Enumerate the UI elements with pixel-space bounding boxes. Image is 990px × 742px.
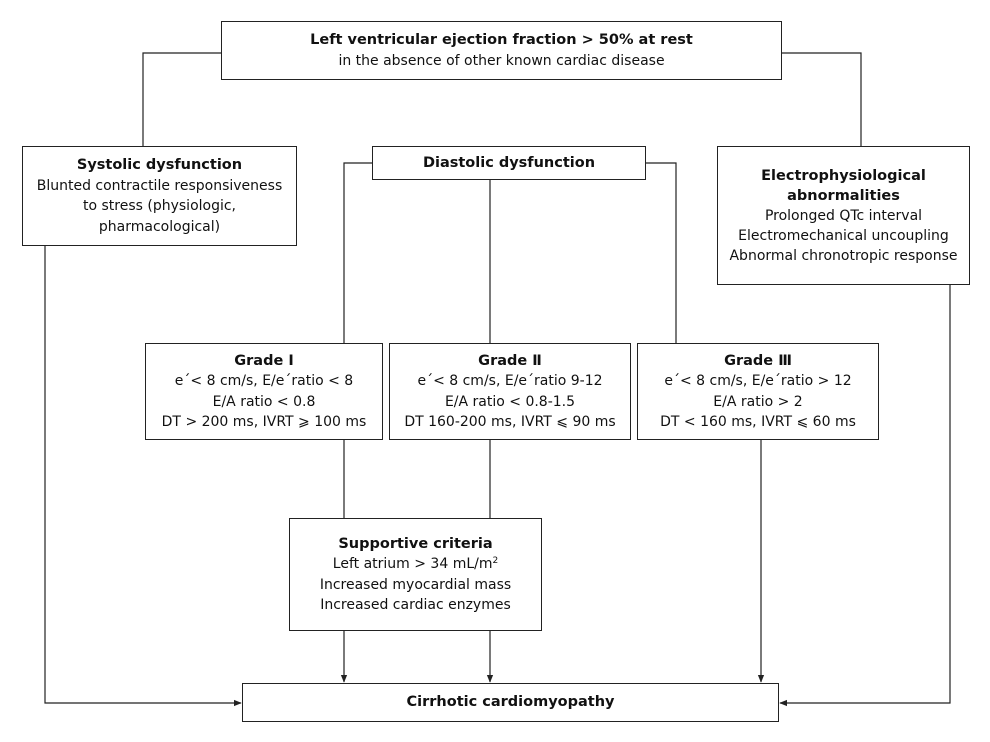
cirrhotic-cardiomyopathy-box: Cirrhotic cardiomyopathy xyxy=(242,683,779,722)
systolic-line: to stress (physiologic, xyxy=(82,198,237,214)
atrium-superscript: 2 xyxy=(492,556,499,566)
grade-3-line: e´< 8 cm/s, E/e´ratio > 12 xyxy=(664,373,852,389)
grade-2-title: Grade Ⅱ xyxy=(478,352,542,369)
grade-3-title: Grade Ⅲ xyxy=(724,352,792,369)
ejection-fraction-subtitle: in the absence of other known cardiac di… xyxy=(338,52,665,69)
grade-2-line: DT 160-200 ms, IVRT ⩽ 90 ms xyxy=(404,414,616,430)
outcome-title: Cirrhotic cardiomyopathy xyxy=(406,694,615,711)
supportive-line: Increased myocardial mass xyxy=(319,576,512,593)
electro-title: Electrophysiological xyxy=(761,167,926,184)
grade-2-box: Grade Ⅱ e´< 8 cm/s, E/e´ratio 9-12 E/A r… xyxy=(389,343,631,440)
ejection-fraction-box: Left ventricular ejection fraction > 50%… xyxy=(221,21,782,80)
supportive-line-atrium: Left atrium > 34 mL/m2 xyxy=(333,554,498,575)
ejection-fraction-title: Left ventricular ejection fraction > 50%… xyxy=(310,32,693,48)
grade-1-box: Grade Ⅰ e´< 8 cm/s, E/e´ratio < 8 E/A ra… xyxy=(145,343,383,440)
supportive-line: Increased cardiac enzymes xyxy=(320,597,511,613)
grade-2-line: e´< 8 cm/s, E/e´ratio 9-12 xyxy=(417,373,603,389)
arrow-electro-to-outcome xyxy=(779,285,951,707)
electro-title: abnormalities xyxy=(787,187,900,204)
electro-line: Electromechanical uncoupling xyxy=(738,227,949,244)
systolic-title: Systolic dysfunction xyxy=(76,157,243,173)
diastolic-title: Diastolic dysfunction xyxy=(422,154,596,171)
connector-diastolic-to-grade3 xyxy=(646,162,677,343)
grade-1-line: e´< 8 cm/s, E/e´ratio < 8 xyxy=(174,373,354,389)
supportive-title: Supportive criteria xyxy=(338,535,493,552)
grade-1-line: DT > 200 ms, IVRT ⩾ 100 ms xyxy=(161,414,367,430)
grade-2-line: E/A ratio < 0.8-1.5 xyxy=(444,393,576,410)
electro-line: Abnormal chronotropic response xyxy=(729,247,958,264)
systolic-dysfunction-box: Systolic dysfunction Blunted contractile… xyxy=(22,146,297,246)
electrophysiological-box: Electrophysiological abnormalities Prolo… xyxy=(717,146,970,285)
grade-3-line: E/A ratio > 2 xyxy=(713,393,803,410)
arrow-systolic-to-outcome xyxy=(44,246,242,707)
atrium-text: Left atrium > 34 mL/m xyxy=(332,556,493,572)
diastolic-dysfunction-box: Diastolic dysfunction xyxy=(372,146,646,180)
grade-1-title: Grade Ⅰ xyxy=(234,352,294,369)
electro-line: Prolonged QTc interval xyxy=(764,207,923,224)
systolic-line: Blunted contractile responsiveness xyxy=(36,177,283,194)
grade-3-line: DT < 160 ms, IVRT ⩽ 60 ms xyxy=(660,414,856,430)
connector-top-to-systolic xyxy=(142,52,221,146)
grade-1-line: E/A ratio < 0.8 xyxy=(212,393,316,410)
systolic-line: pharmacological) xyxy=(98,218,221,235)
supportive-criteria-box: Supportive criteria Left atrium > 34 mL/… xyxy=(289,518,542,631)
grade-3-box: Grade Ⅲ e´< 8 cm/s, E/e´ratio > 12 E/A r… xyxy=(637,343,879,440)
connector-diastolic-to-grade1 xyxy=(343,162,372,343)
connector-top-to-electro xyxy=(782,52,862,146)
